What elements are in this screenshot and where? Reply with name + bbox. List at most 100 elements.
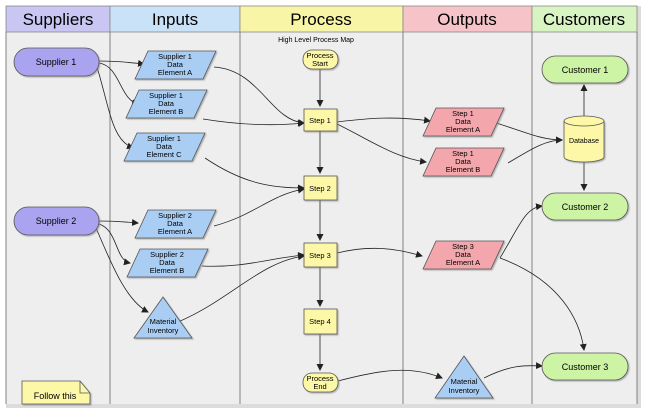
input-s2b-line1: Supplier 2 (150, 250, 184, 259)
edge-out-b-database (507, 136, 563, 164)
supplier-2[interactable]: Supplier 2 (13, 206, 100, 236)
follow-this-note[interactable]: Follow this (21, 380, 91, 405)
output-step3-element-a[interactable]: Step 3 Data Element A (422, 240, 505, 270)
process-end-shape (302, 372, 339, 393)
edge-out-a-database (495, 122, 563, 144)
customer-1-label: Customer 1 (562, 65, 609, 75)
note-fold-icon (79, 381, 90, 394)
lane-headers: Suppliers Inputs Process Outputs Custome… (5, 5, 638, 33)
step-3-shape (303, 242, 338, 268)
edge-in-b-step1 (202, 118, 305, 128)
input-supplier1-element-a[interactable]: Supplier 1 Data Element A (134, 50, 217, 80)
database-label: Database (569, 138, 599, 145)
connectors (95, 59, 588, 382)
input-s1b-shape (125, 89, 208, 119)
header-process-bg (239, 5, 404, 33)
customer-3[interactable]: Customer 3 (541, 352, 629, 381)
edge-s3a-c2 (499, 203, 543, 259)
output-material-triangle-icon (434, 355, 494, 399)
process-end-line1: Process (306, 374, 333, 383)
edge-in-c-step2 (204, 157, 305, 192)
input-supplier1-element-c[interactable]: Supplier 1 Data Element C (123, 132, 206, 162)
output-s1a-line1: Step 1 (452, 109, 474, 118)
lanes-background (6, 32, 637, 404)
edge-s2-in-a (98, 219, 139, 227)
process-step-4[interactable]: Step 4 (303, 308, 338, 335)
process-start[interactable]: Process Start (302, 49, 339, 70)
output-s1a-line2: Data (455, 117, 472, 126)
input-s1c-line2: Data (156, 142, 173, 151)
customer-3-shape (541, 352, 629, 381)
database-top-icon (563, 115, 605, 127)
input-supplier2-element-a[interactable]: Supplier 2 Data Element A (134, 209, 217, 239)
customer-2[interactable]: Customer 2 (541, 192, 629, 221)
input-s2a-line2: Data (167, 219, 184, 228)
input-supplier1-element-b[interactable]: Supplier 1 Data Element B (125, 89, 208, 119)
process-step-3[interactable]: Step 3 (303, 242, 338, 268)
input-s1c-shape (123, 132, 206, 162)
output-s3a-line2: Data (455, 250, 472, 259)
header-inputs-bg (109, 5, 241, 33)
input-s1a-shape (134, 50, 217, 80)
edge-in-a-step1 (213, 66, 305, 126)
output-s1a-shape (422, 107, 505, 137)
input-s2b-line3: Element B (150, 266, 185, 275)
input-s2a-line3: Element A (158, 227, 192, 236)
input-s1a-line1: Supplier 1 (158, 52, 192, 61)
output-step1-element-a[interactable]: Step 1 Data Element A (422, 107, 505, 137)
output-s3a-line1: Step 3 (452, 242, 474, 251)
step-1-shape (303, 108, 338, 132)
customer-1-shape (541, 55, 629, 84)
output-s1a-line3: Element A (446, 125, 480, 134)
output-s1b-line1: Step 1 (452, 149, 474, 158)
note-text: Follow this (34, 391, 77, 401)
process-step-1[interactable]: Step 1 (303, 108, 338, 132)
process-step-2[interactable]: Step 2 (303, 175, 338, 201)
output-s1b-line3: Element B (446, 165, 481, 174)
edge-s2b-step3 (201, 252, 305, 267)
output-step1-element-b[interactable]: Step 1 Data Element B (422, 147, 505, 177)
customer-2-label: Customer 2 (562, 202, 609, 212)
output-s3a-line3: Element A (446, 258, 480, 267)
header-customers-bg (531, 5, 638, 33)
output-material-inventory[interactable]: Material Inventory (434, 355, 494, 399)
supplier-1[interactable]: Supplier 1 (13, 47, 100, 77)
edge-s1-in-a (98, 59, 145, 67)
process-end[interactable]: Process End (302, 372, 339, 393)
edge-s2a-step2 (213, 186, 305, 227)
edge-step3-out-a (336, 247, 423, 258)
edge-s1-in-c (96, 66, 134, 150)
step-3-label: Step 3 (309, 251, 331, 260)
map-title: High Level Process Map (278, 37, 354, 44)
customer-1[interactable]: Customer 1 (541, 55, 629, 84)
edge-s2-material (95, 227, 149, 313)
input-s2a-line1: Supplier 2 (158, 211, 192, 220)
input-s2b-shape (126, 248, 209, 278)
process-start-shape (302, 49, 339, 70)
input-supplier2-element-b[interactable]: Supplier 2 Data Element B (126, 248, 209, 278)
step-2-shape (303, 175, 338, 201)
input-material-inventory[interactable]: Material Inventory (133, 296, 193, 339)
customer-2-shape (541, 192, 629, 221)
header-outputs: Outputs (437, 10, 497, 29)
frame-shadow-right (637, 6, 641, 406)
output-s1b-line2: Data (455, 157, 472, 166)
output-s3a-shape (422, 240, 505, 270)
database[interactable]: Database (563, 115, 605, 163)
input-material-triangle-icon (133, 296, 193, 339)
edge-s3a-c3 (499, 257, 587, 351)
input-s1a-line2: Data (167, 60, 184, 69)
input-material-line2: Inventory (148, 326, 179, 335)
input-s1b-line2: Data (158, 99, 175, 108)
input-s1b-line1: Supplier 1 (149, 91, 183, 100)
output-material-line1: Material (451, 377, 478, 386)
input-s2b-line2: Data (159, 258, 176, 267)
input-s1c-line3: Element C (146, 150, 182, 159)
lane-dividers (5, 32, 638, 404)
step-4-shape (303, 308, 338, 335)
step-2-label: Step 2 (309, 184, 331, 193)
input-s2a-shape (134, 209, 217, 239)
process-start-line2: Start (312, 59, 329, 68)
edge-out-material-c3 (483, 362, 543, 379)
header-suppliers: Suppliers (23, 10, 94, 29)
